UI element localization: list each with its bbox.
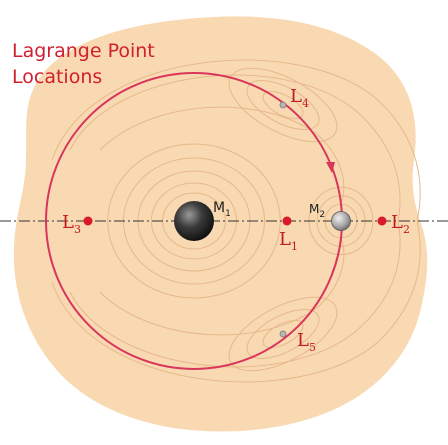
l1-label: L1 — [279, 229, 298, 253]
title-line-1: Lagrange Point — [12, 40, 155, 62]
mass-m1 — [174, 201, 214, 241]
contour-inner-lower — [99, 236, 345, 336]
contour-inner-upper — [99, 106, 345, 206]
l1-marker — [282, 216, 292, 226]
l5-marker — [279, 330, 287, 338]
contour-lobe — [262, 319, 304, 349]
l3-label: L3 — [62, 212, 81, 236]
l5-label: L5 — [297, 330, 316, 354]
m1-label: M1 — [213, 200, 231, 219]
mass-m2 — [331, 211, 351, 231]
l2-marker — [377, 216, 387, 226]
contour-lobe — [262, 90, 304, 120]
m2-label: M2 — [309, 202, 325, 220]
contour-lobe — [246, 309, 320, 359]
orbit-direction-arrow — [326, 162, 335, 173]
contour-lobe — [228, 296, 338, 372]
contour-horseshoe-outer — [51, 59, 421, 383]
l2-label: L2 — [391, 212, 410, 236]
potential-region — [13, 16, 428, 432]
l4-marker — [279, 101, 287, 109]
l3-marker — [83, 216, 93, 226]
l4-label: L4 — [290, 86, 309, 110]
title-line-2: Locations — [12, 66, 102, 88]
contour-lobe — [246, 80, 320, 130]
